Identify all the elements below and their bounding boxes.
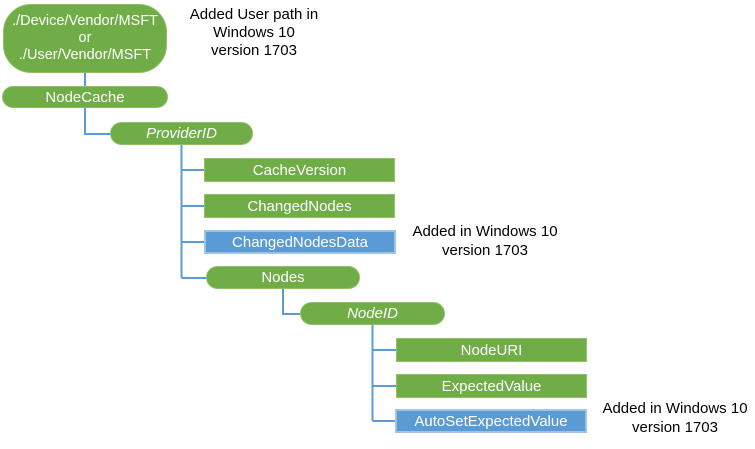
node-providerid: ProviderID — [110, 122, 253, 145]
annotation-changednodesdata-added: Added in Windows 10 version 1703 — [400, 222, 570, 260]
root-device-path: ./Device/Vendor/MSFT — [12, 13, 158, 29]
connector-nodecache-providerid — [84, 108, 110, 135]
annotation-line: version 1703 — [211, 42, 297, 59]
node-root-path: ./Device/Vendor/MSFT or ./User/Vendor/MS… — [3, 4, 167, 73]
annotation-added-user-path: Added User path in Windows 10 version 17… — [172, 6, 336, 60]
node-nodeid: NodeID — [300, 302, 445, 325]
annotation-line: Windows 10 — [213, 24, 295, 41]
connector-nodes-nodeid — [282, 289, 300, 315]
node-expectedvalue: ExpectedValue — [396, 374, 587, 398]
annotation-line: version 1703 — [442, 242, 528, 259]
node-changednodesdata: ChangedNodesData — [204, 230, 396, 254]
annotation-line: Added User path in — [189, 6, 319, 23]
root-or-text: or — [78, 30, 92, 46]
node-nodes: Nodes — [206, 266, 360, 289]
node-nodeuri: NodeURI — [396, 338, 587, 362]
node-nodecache: NodeCache — [2, 86, 168, 108]
node-autosetexpectedvalue: AutoSetExpectedValue — [395, 409, 587, 433]
node-changednodes: ChangedNodes — [204, 194, 395, 218]
root-user-path: ./User/Vendor/MSFT — [18, 47, 152, 63]
annotation-line: version 1703 — [632, 419, 718, 436]
annotation-line: Added in Windows 10 — [412, 223, 558, 240]
annotation-autosetexpectedvalue-added: Added in Windows 10 version 1703 — [594, 399, 755, 437]
node-cacheversion: CacheVersion — [204, 158, 395, 182]
annotation-line: Added in Windows 10 — [602, 400, 748, 417]
